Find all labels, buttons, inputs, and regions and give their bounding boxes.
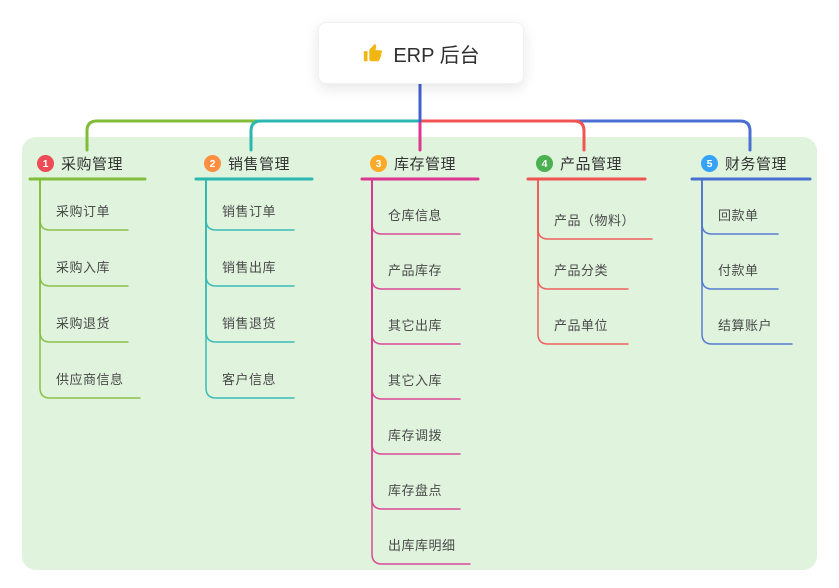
svg-text:2: 2 <box>210 158 216 170</box>
root-node[interactable]: ERP 后台 <box>318 22 524 84</box>
svg-text:3: 3 <box>376 158 382 170</box>
root-node-label: ERP 后台 <box>393 44 480 67</box>
branch-node-inventory[interactable]: 3 库存管理 <box>370 150 478 176</box>
connector-child <box>537 178 653 240</box>
node-label[interactable]: 供应商信息 <box>56 372 124 387</box>
node-label[interactable]: 付款单 <box>718 263 759 278</box>
node-label[interactable]: 采购退货 <box>56 316 111 331</box>
connector-branch-1 <box>85 119 422 152</box>
node-label[interactable]: 产品分类 <box>554 263 609 278</box>
branch-node-label: 产品管理 <box>560 155 623 173</box>
connector-branch-5 <box>418 119 752 152</box>
branch-node-label: 销售管理 <box>228 155 291 173</box>
node-label[interactable]: 产品（物料） <box>554 213 636 228</box>
connector-branch-2 <box>249 119 422 152</box>
branch-node-sales[interactable]: 2 销售管理 <box>204 150 312 176</box>
node-label[interactable]: 销售订单 <box>222 204 277 219</box>
connector-child <box>537 178 629 345</box>
connector-branch-4 <box>418 119 586 152</box>
svg-text:4: 4 <box>542 158 548 170</box>
node-label[interactable]: 其它出库 <box>388 318 443 333</box>
node-label[interactable]: 采购入库 <box>56 260 111 275</box>
node-label[interactable]: 出库库明细 <box>388 538 456 553</box>
branch-node-label: 财务管理 <box>725 155 788 173</box>
node-label[interactable]: 采购订单 <box>56 204 111 219</box>
branch-node-label: 库存管理 <box>394 155 457 173</box>
node-label[interactable]: 回款单 <box>718 208 759 223</box>
connector-child <box>371 178 471 565</box>
connector-child <box>701 178 793 345</box>
node-label[interactable]: 产品单位 <box>554 318 609 333</box>
branch-number-badge: 3 <box>370 154 387 172</box>
branch-node-finance[interactable]: 5 财务管理 <box>701 150 809 176</box>
svg-text:1: 1 <box>43 158 49 170</box>
branch-node-label: 采购管理 <box>61 155 124 173</box>
branch-node-purchase[interactable]: 1 采购管理 <box>37 150 145 176</box>
connector-child <box>205 178 295 399</box>
svg-text:5: 5 <box>707 158 713 170</box>
branch-node-product[interactable]: 4 产品管理 <box>536 150 644 176</box>
branch-number-badge: 1 <box>37 154 54 172</box>
thumbs-up-icon <box>364 43 383 62</box>
node-label[interactable]: 库存调拨 <box>388 428 443 443</box>
branch-number-badge: 4 <box>536 154 553 172</box>
node-label[interactable]: 销售出库 <box>222 260 277 275</box>
node-label[interactable]: 产品库存 <box>388 263 443 278</box>
node-label[interactable]: 销售退货 <box>222 316 277 331</box>
node-label[interactable]: 其它入库 <box>388 373 443 388</box>
node-label[interactable]: 结算账户 <box>718 318 773 333</box>
branch-number-badge: 5 <box>701 154 718 172</box>
node-label[interactable]: 客户信息 <box>222 372 277 387</box>
node-label[interactable]: 仓库信息 <box>388 208 443 223</box>
node-label[interactable]: 库存盘点 <box>388 483 443 498</box>
mindmap-group-panel <box>22 137 817 570</box>
connector-child <box>39 178 141 399</box>
branch-number-badge: 2 <box>204 154 221 172</box>
